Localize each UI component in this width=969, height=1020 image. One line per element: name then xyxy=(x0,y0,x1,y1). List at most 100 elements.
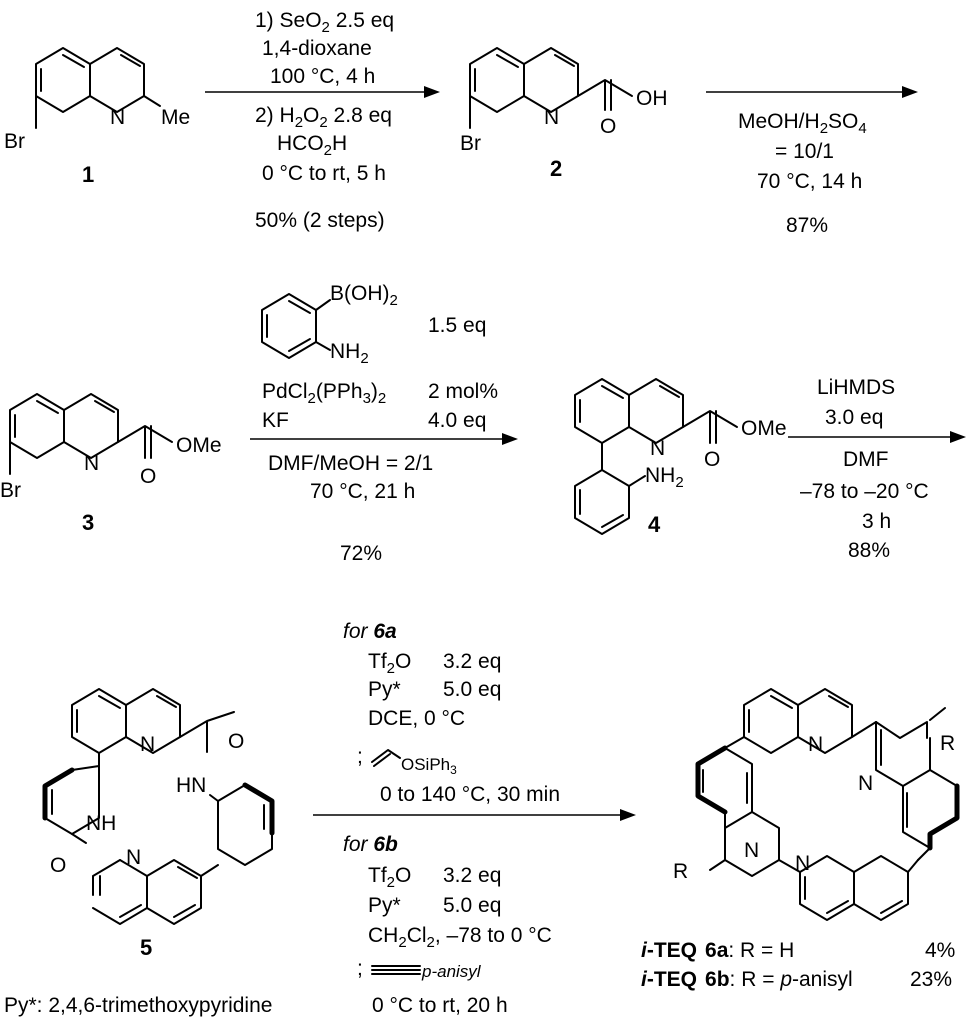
step-1-arrowhead xyxy=(424,86,440,98)
step-5-for-6b: for xyxy=(343,833,373,856)
compound-5-o-bottom: O xyxy=(50,854,66,877)
boronic-acid-structure xyxy=(261,293,331,359)
step-5b-solvent: CH xyxy=(368,924,398,947)
step-5a-cond: 0 to 140 °C, 30 min xyxy=(380,783,560,806)
compound-4: N OMe O NH2 4 xyxy=(574,378,787,537)
step-3-solvent: DMF/MeOH = 2/1 xyxy=(268,452,433,475)
step-2-arrowhead xyxy=(902,86,918,98)
step-5a-silyl: OSiPh xyxy=(401,755,450,774)
step-5a-eq-2: 5.0 eq xyxy=(443,678,501,701)
compound-2-o: O xyxy=(600,115,616,138)
compound-4-label: 4 xyxy=(648,512,661,537)
step-4-time: 3 h xyxy=(862,510,891,533)
boronic-acid-label: B(OH) xyxy=(330,282,390,305)
svg-text:NH2: NH2 xyxy=(330,340,369,367)
svg-text:1) SeO2 2.5 eq: 1) SeO2 2.5 eq xyxy=(255,9,394,36)
compound-2-br: Br xyxy=(460,132,481,155)
step-4-yield: 88% xyxy=(848,539,890,562)
compound-1-br: Br xyxy=(4,130,25,153)
step-2-ratio: = 10/1 xyxy=(775,140,834,163)
step-2-cond: 70 °C, 14 h xyxy=(757,170,862,193)
svg-text:B(OH)2: B(OH)2 xyxy=(330,282,398,309)
step-5b-eq-1: 3.2 eq xyxy=(443,864,501,887)
svg-text:CH2Cl2, –78 to 0 °C: CH2Cl2, –78 to 0 °C xyxy=(368,924,552,951)
compound-2-n: N xyxy=(544,106,559,129)
step-1: 1) SeO2 2.5 eq 1,4-dioxane 100 °C, 4 h 2… xyxy=(205,9,440,232)
compound-6-n-bottom: N xyxy=(795,852,810,875)
step-1-cond-2: 0 °C to rt, 5 h xyxy=(262,162,386,185)
compound-6: N N N N R R xyxy=(673,688,960,921)
step-5b-semicolon: ; xyxy=(357,957,363,980)
step-1-reagent-2: 2) H xyxy=(255,104,295,127)
svg-text:Tf2O: Tf2O xyxy=(368,650,411,677)
svg-text:2) H2O2 2.8 eq: 2) H2O2 2.8 eq xyxy=(255,104,392,131)
compound-6-r-bottom: R xyxy=(673,860,688,883)
compound-6-n-left: N xyxy=(744,839,759,862)
step-3-base-amount: 4.0 eq xyxy=(428,409,486,432)
step-3-cond: 70 °C, 21 h xyxy=(310,480,415,503)
compound-5-n-bottom: N xyxy=(126,846,141,869)
compound-5-hn: HN xyxy=(176,774,206,797)
step-4-temp: –78 to –20 °C xyxy=(800,480,929,503)
step-4-reagent: LiHMDS xyxy=(817,376,895,399)
step-2-reagent: MeOH/H xyxy=(738,110,820,133)
step-5a-eq-1: 3.2 eq xyxy=(443,650,501,673)
compound-4-n: N xyxy=(650,437,665,460)
compound-6-n-right: N xyxy=(858,772,873,795)
step-3-cat-amount: 2 mol% xyxy=(428,380,498,403)
step-2: MeOH/H2SO4 = 10/1 70 °C, 14 h 87% xyxy=(706,86,918,237)
compound-4-ome: OMe xyxy=(741,417,787,440)
step-1-reagent-1: 1) SeO xyxy=(255,9,322,32)
step-5b-eq-2: 5.0 eq xyxy=(443,894,501,917)
compound-2: N OH O Br 2 xyxy=(460,47,668,181)
compound-2-oh: OH xyxy=(636,87,668,110)
svg-text:HCO2H: HCO2H xyxy=(277,132,347,159)
step-5: for 6a Tf2O 3.2 eq Py* 5.0 eq DCE, 0 °C … xyxy=(313,620,636,1017)
step-5a-reagent-1: Tf xyxy=(368,650,387,673)
step-3-base: KF xyxy=(262,409,289,432)
compound-1-label: 1 xyxy=(82,162,94,187)
step-3-arrowhead xyxy=(502,433,518,445)
step-5a-semicolon: ; xyxy=(357,745,363,768)
compound-5-o-top: O xyxy=(228,730,244,753)
svg-text:PdCl2(PPh3)2: PdCl2(PPh3)2 xyxy=(262,380,386,407)
svg-text:Tf2O: Tf2O xyxy=(368,864,411,891)
step-3-catalyst: PdCl xyxy=(262,380,308,403)
compound-5-n-top: N xyxy=(140,733,155,756)
step-5a-solvent: DCE, 0 °C xyxy=(368,707,465,730)
svg-text:NH2: NH2 xyxy=(645,464,684,491)
step-2-yield: 87% xyxy=(786,214,828,237)
step-4: LiHMDS 3.0 eq DMF –78 to –20 °C 3 h 88% xyxy=(788,376,966,562)
compound-6-n-top: N xyxy=(808,733,823,756)
compound-4-nh2: NH xyxy=(645,464,675,487)
step-1-acid: HCO xyxy=(277,132,324,155)
compound-3-br: Br xyxy=(0,479,21,502)
step-5b-reagent-2: Py* xyxy=(368,894,401,917)
compound-5-label: 5 xyxy=(140,935,152,960)
vinyl-icon xyxy=(371,749,401,763)
step-1-yield: 50% (2 steps) xyxy=(255,209,385,232)
svg-text:for 6a: for 6a xyxy=(343,620,397,643)
compound-3-ome: OMe xyxy=(176,434,222,457)
compound-2-label: 2 xyxy=(550,156,562,181)
svg-text:OSiPh3: OSiPh3 xyxy=(401,755,457,777)
step-3: B(OH)2 NH2 1.5 eq PdCl2(PPh3)2 2 mol% KF… xyxy=(250,282,518,565)
step-5b-cond: 0 °C to rt, 20 h xyxy=(372,994,508,1017)
compound-5-nh: NH xyxy=(86,812,116,835)
step-3-eq-1: 1.5 eq xyxy=(428,314,486,337)
step-5a-reagent-2: Py* xyxy=(368,678,401,701)
compound-1: N Me Br 1 xyxy=(4,47,190,187)
svg-text:for 6b: for 6b xyxy=(343,833,398,856)
step-5b-reagent-1: Tf xyxy=(368,864,387,887)
compound-3-label: 3 xyxy=(82,510,94,535)
compound-3-o: O xyxy=(140,465,156,488)
compound-6-r-top: R xyxy=(940,732,955,755)
step-1-solvent: 1,4-dioxane xyxy=(262,37,372,60)
compound-5: N O HN NH N O 5 xyxy=(42,688,275,960)
product-6a-yield: 4% xyxy=(925,939,955,962)
step-5-for-6a: for xyxy=(343,620,373,643)
